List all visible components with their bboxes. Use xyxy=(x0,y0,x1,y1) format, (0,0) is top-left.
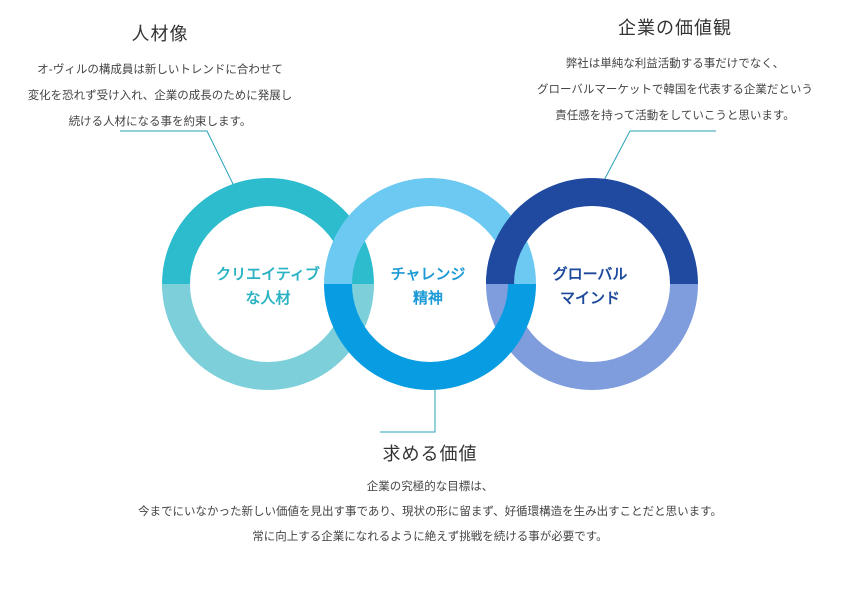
ring-label-line: マインド xyxy=(559,289,620,307)
person-title: 人材像 xyxy=(131,24,189,45)
ring-label-line: グローバル xyxy=(552,265,628,283)
ring-global-top-overlap xyxy=(486,205,540,285)
person-line: オ-ヴィルの構成員は新しいトレンドに合わせて xyxy=(37,62,283,76)
person-text: オ-ヴィルの構成員は新しいトレンドに合わせて 変化を恐れず受け入れ、企業の成長の… xyxy=(10,56,310,134)
sought-line: 企業の究極的な目標は、 xyxy=(366,479,494,493)
values-block: 企業の価値観 弊社は単純な利益活動する事だけでなく、 グローバルマーケットで韓国… xyxy=(520,14,830,128)
ring-label-line: な人材 xyxy=(245,289,291,307)
ring-label-line: チャレンジ xyxy=(390,265,466,283)
values-line: 弊社は単純な利益活動する事だけでなく、 xyxy=(565,56,785,70)
sought-line: 常に向上する企業になれるように絶えず挑戦を続ける事が必要です。 xyxy=(252,529,608,543)
sought-title: 求める価値 xyxy=(382,444,478,465)
ring-challenge-bottom xyxy=(324,283,536,390)
ring-label-line: 精神 xyxy=(412,289,443,307)
values-title: 企業の価値観 xyxy=(618,18,732,39)
ring-label-global: グローバル マインド xyxy=(530,262,650,310)
person-block: 人材像 オ-ヴィルの構成員は新しいトレンドに合わせて 変化を恐れず受け入れ、企業… xyxy=(10,20,310,134)
values-line: 責任感を持って活動をしていこうと思います。 xyxy=(555,108,795,122)
connector-values xyxy=(600,130,716,187)
ring-label-line: クリエイティブ xyxy=(216,265,320,283)
ring-label-challenge: チャレンジ 精神 xyxy=(368,262,488,310)
values-text: 弊社は単純な利益活動する事だけでなく、 グローバルマーケットで韓国を代表する企業… xyxy=(520,50,830,128)
sought-text: 企業の究極的な目標は、 今までにいなかった新しい価値を見出す事であり、現状の形に… xyxy=(60,474,800,549)
person-line: 変化を恐れず受け入れ、企業の成長のために発展し xyxy=(27,88,293,102)
values-line: グローバルマーケットで韓国を代表する企業だという xyxy=(537,82,813,96)
person-line: 続ける人材になる事を約束します。 xyxy=(68,114,252,128)
connector-sought xyxy=(380,380,436,433)
sought-line: 今までにいなかった新しい価値を見出す事であり、現状の形に留まず、好循環構造を生み… xyxy=(138,504,722,518)
sought-block: 求める価値 企業の究極的な目標は、 今までにいなかった新しい価値を見出す事であり… xyxy=(60,440,800,549)
ring-label-creative: クリエイティブ な人材 xyxy=(208,262,328,310)
connector-person xyxy=(120,130,235,187)
